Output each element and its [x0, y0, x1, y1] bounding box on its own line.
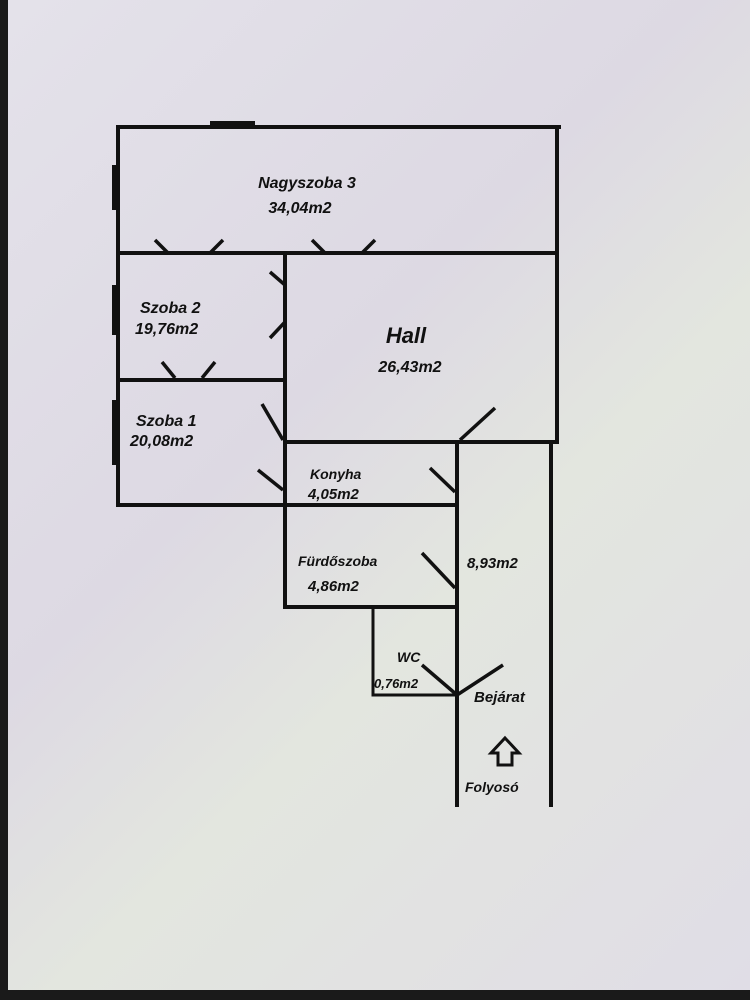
hallway-label: Folyosó [465, 779, 519, 795]
door-swings [153, 238, 504, 697]
room-area-szoba1: 20,08m2 [129, 433, 193, 450]
room-name-hall: Hall [386, 323, 427, 348]
entrance-label: Bejárat [474, 689, 526, 706]
room-area-konyha: 4,05m2 [307, 486, 360, 503]
room-area-nagyszoba3: 34,04m2 [268, 200, 331, 217]
room-name-konyha: Konyha [310, 466, 362, 482]
room-name-nagyszoba3: Nagyszoba 3 [258, 175, 356, 192]
room-area-furdoszoba: 4,86m2 [307, 578, 360, 595]
arrow-up-outline-icon [487, 735, 523, 767]
screen-background [8, 0, 750, 990]
room-name-szoba2: Szoba 2 [140, 300, 201, 317]
room-area-corridor: 8,93m2 [467, 555, 519, 572]
room-name-szoba1: Szoba 1 [136, 413, 197, 430]
room-area-wc: 0,76m2 [374, 676, 419, 691]
room-name-wc: WC [397, 649, 421, 665]
room-area-hall: 26,43m2 [377, 359, 441, 376]
windows [112, 121, 255, 465]
room-name-furdoszoba: Fürdőszoba [298, 553, 378, 569]
room-area-szoba2: 19,76m2 [135, 321, 198, 338]
